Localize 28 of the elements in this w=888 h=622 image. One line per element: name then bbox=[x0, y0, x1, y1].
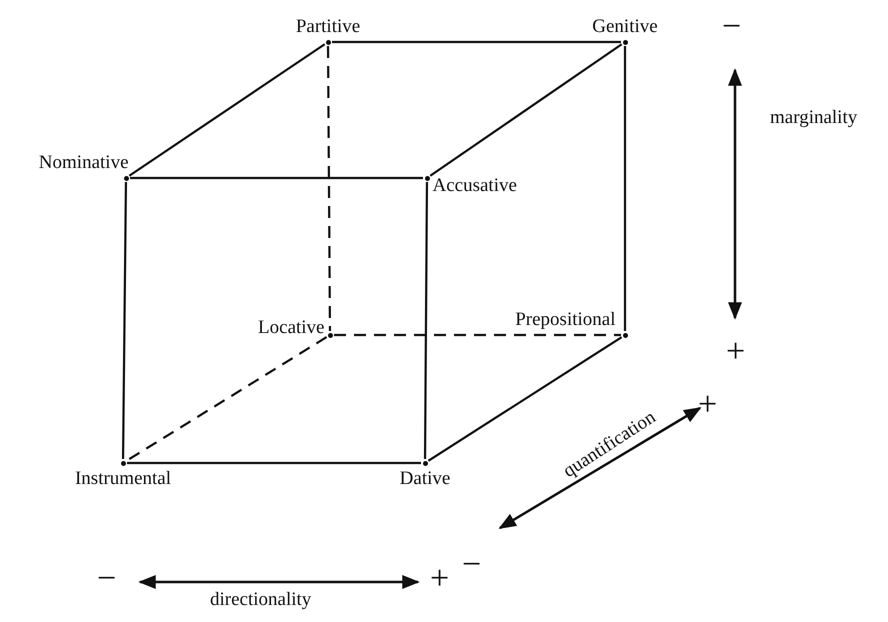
plus-sign: + bbox=[698, 388, 718, 422]
minus-sign: − bbox=[722, 10, 742, 44]
case-label: Accusative bbox=[432, 176, 517, 196]
cube-edge bbox=[122, 182, 128, 460]
plus-sign: + bbox=[430, 562, 450, 596]
case-label: Prepositional bbox=[515, 310, 616, 330]
cube-edge bbox=[127, 462, 421, 464]
minus-sign: − bbox=[97, 562, 116, 596]
case-label: Locative bbox=[258, 318, 324, 338]
cube-edge bbox=[128, 43, 326, 177]
case-label: Partitive bbox=[296, 16, 360, 36]
axis-label: directionality bbox=[210, 590, 312, 610]
hidden-cube-edge bbox=[126, 336, 328, 462]
minus-sign: − bbox=[462, 548, 482, 582]
axis-label: marginality bbox=[770, 108, 858, 128]
cube-edge bbox=[332, 40, 621, 44]
plus-sign: + bbox=[726, 335, 746, 369]
case-label: Dative bbox=[400, 468, 450, 488]
case-label: Instrumental bbox=[74, 468, 172, 488]
cube-edge bbox=[430, 43, 622, 177]
cube-edge bbox=[424, 182, 428, 459]
cube-edge bbox=[130, 176, 423, 180]
hidden-cube-edge bbox=[326, 46, 332, 331]
cube-edge bbox=[624, 46, 626, 331]
cube-edge bbox=[428, 336, 622, 462]
case-label: Genitive bbox=[592, 16, 658, 36]
case-label: Nominative bbox=[38, 152, 128, 172]
hidden-cube-edge bbox=[334, 334, 621, 336]
